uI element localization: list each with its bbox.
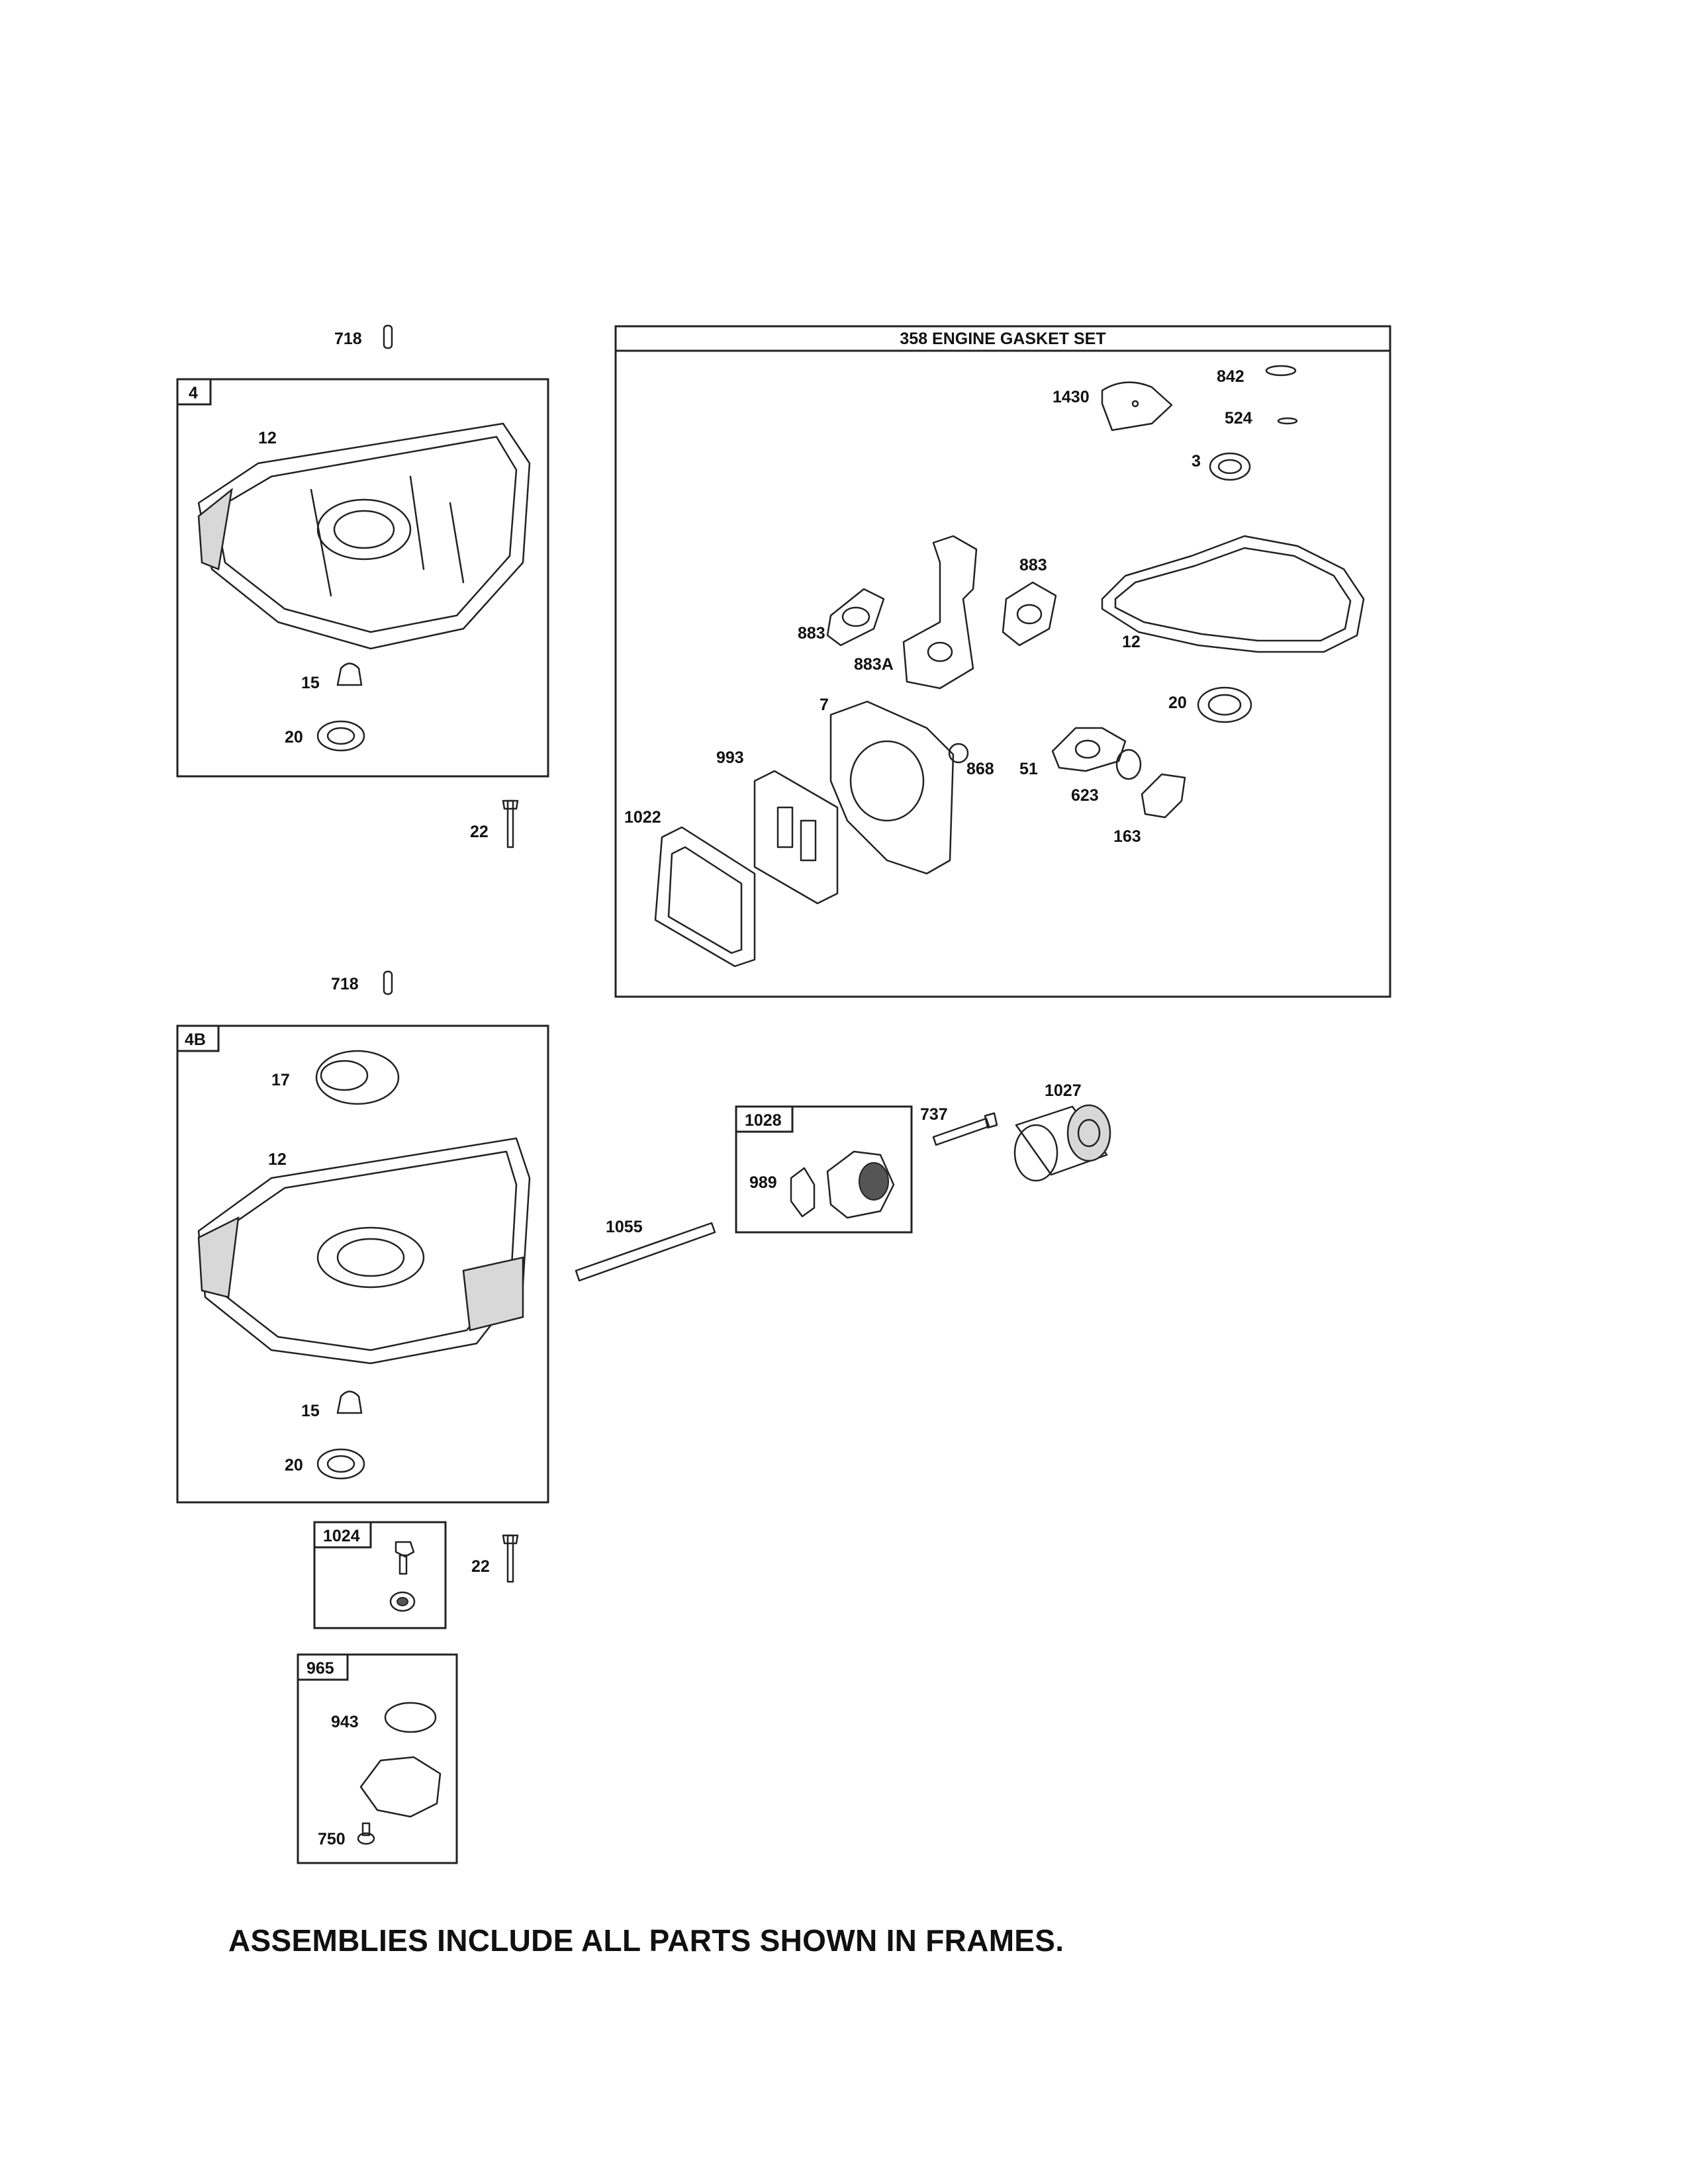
label-883A: 883A — [854, 655, 894, 674]
label-718-bot: 718 — [331, 975, 359, 993]
label-15-b: 15 — [301, 1402, 320, 1420]
part-20-g-seal — [1197, 686, 1252, 723]
label-993: 993 — [716, 749, 744, 767]
part-15-a — [336, 662, 363, 686]
label-883-a: 883 — [798, 624, 825, 643]
label-12-a: 12 — [258, 429, 277, 447]
part-842 — [1265, 365, 1297, 377]
part-1022 — [654, 826, 756, 968]
label-1027: 1027 — [1045, 1081, 1082, 1100]
label-750: 750 — [318, 1830, 346, 1848]
part-883A — [902, 535, 978, 690]
part-oil-filter-adapter — [826, 1150, 895, 1219]
label-868: 868 — [966, 760, 994, 778]
label-1055: 1055 — [606, 1218, 643, 1236]
label-22-b: 22 — [471, 1557, 490, 1576]
frame-1028-tag: 1028 — [745, 1111, 782, 1130]
label-20-a: 20 — [285, 728, 303, 747]
part-718-top: 718 — [334, 324, 393, 349]
label-883-b: 883 — [1019, 556, 1047, 574]
frame-358-gasket-set: 358 ENGINE GASKET SET 1430 842 524 3 883… — [614, 325, 1391, 998]
label-22-a: 22 — [470, 823, 489, 841]
label-718-top: 718 — [334, 330, 362, 348]
part-750-screw — [357, 1822, 375, 1845]
part-1027-oil-filter: 1027 — [1013, 1081, 1111, 1182]
label-7: 7 — [820, 696, 829, 714]
part-868 — [948, 743, 969, 764]
label-20-b: 20 — [285, 1456, 303, 1475]
frame-1024-tag: 1024 — [323, 1527, 360, 1545]
label-12-g: 12 — [1122, 633, 1141, 651]
part-15-b — [336, 1390, 363, 1414]
label-163: 163 — [1113, 827, 1141, 846]
label-15-a: 15 — [301, 674, 320, 692]
part-524 — [1277, 417, 1298, 425]
label-1022: 1022 — [624, 808, 661, 827]
part-943-ring — [384, 1702, 437, 1733]
part-965-cover — [359, 1756, 442, 1818]
crankcase-cover-drawing — [197, 422, 531, 650]
frame-1024: 1024 — [313, 1521, 447, 1629]
frame-4b: 4B 17 12 15 20 — [176, 1024, 549, 1504]
label-737: 737 — [920, 1105, 948, 1124]
label-842: 842 — [1217, 367, 1244, 386]
part-22-a: 22 — [470, 799, 519, 848]
sump-drawing — [197, 1137, 531, 1365]
frame-4-tag: 4 — [189, 384, 198, 402]
part-12-gasket — [1101, 535, 1365, 653]
gasket-set-title: 358 ENGINE GASKET SET — [900, 330, 1105, 348]
label-989: 989 — [749, 1173, 777, 1192]
part-20-a-seal — [316, 720, 365, 752]
part-718-bottom: 718 — [331, 970, 393, 995]
part-drain-washer — [389, 1591, 416, 1612]
part-623 — [1115, 749, 1142, 780]
part-989 — [790, 1167, 816, 1218]
part-1430 — [1101, 381, 1173, 432]
label-524: 524 — [1225, 409, 1252, 428]
part-7-head-gasket — [829, 700, 955, 875]
label-12-b: 12 — [268, 1150, 287, 1169]
frame-965-tag: 965 — [306, 1659, 334, 1678]
part-737: 737 — [920, 1105, 998, 1146]
frame-4b-tag: 4B — [185, 1030, 206, 1049]
label-623: 623 — [1071, 786, 1099, 805]
label-20-g: 20 — [1168, 694, 1187, 712]
footer-note: ASSEMBLIES INCLUDE ALL PARTS SHOWN IN FR… — [228, 1923, 1064, 1958]
part-163 — [1141, 773, 1186, 819]
part-993 — [753, 770, 839, 905]
part-883-b — [1002, 581, 1057, 647]
label-1430: 1430 — [1053, 388, 1090, 406]
frame-1028: 1028 989 — [735, 1105, 913, 1234]
part-22-b: 22 — [471, 1534, 519, 1583]
label-943: 943 — [331, 1713, 359, 1731]
label-3: 3 — [1192, 452, 1201, 471]
part-3-seal — [1209, 452, 1251, 481]
frame-4: 4 12 15 20 — [176, 378, 549, 778]
part-1055: 1055 — [575, 1218, 716, 1282]
frame-965: 965 943 750 — [297, 1653, 458, 1864]
part-20-b-seal — [316, 1448, 365, 1480]
label-17: 17 — [271, 1071, 290, 1089]
label-51: 51 — [1019, 760, 1038, 778]
part-drain-plug — [395, 1541, 415, 1575]
part-17-bearing — [315, 1050, 400, 1105]
part-51 — [1051, 727, 1127, 772]
part-883-a — [826, 588, 885, 647]
